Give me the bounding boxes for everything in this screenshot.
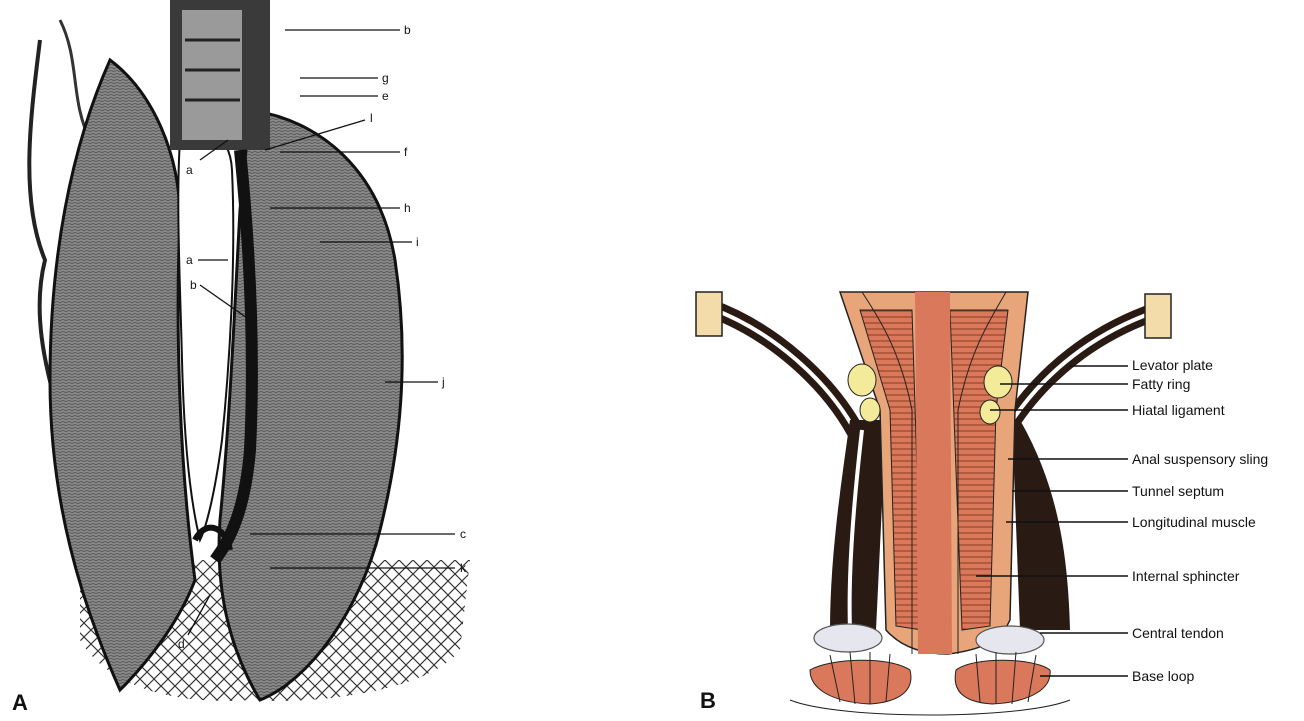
label-e: e — [382, 89, 389, 103]
label-anal-suspensory-sling: Anal suspensory sling — [1132, 451, 1268, 467]
label-g: g — [382, 71, 389, 85]
label-i: i — [416, 235, 419, 249]
label-internal-sphincter: Internal sphincter — [1132, 568, 1240, 584]
label-h: h — [404, 201, 411, 215]
rectal-lumen — [915, 292, 952, 654]
label-b-top: b — [404, 23, 411, 37]
central-tendon-left — [814, 624, 882, 652]
label-c: c — [460, 527, 466, 541]
central-tendon-right — [976, 626, 1044, 654]
levator-plate-left — [696, 292, 860, 440]
label-hiatal-ligament: Hiatal ligament — [1132, 402, 1225, 418]
label-a-lower: a — [186, 253, 193, 267]
histology-section-image: b g e l f a h i a b j c k d — [0, 0, 500, 721]
outer-wall-right — [1012, 420, 1070, 630]
label-j: j — [441, 375, 445, 389]
label-base-loop: Base loop — [1132, 668, 1194, 684]
label-a-upper: a — [186, 163, 193, 177]
label-f: f — [404, 145, 408, 159]
anal-canal-diagram: Levator plate Fatty ring Hiatal ligament… — [690, 270, 1304, 721]
label-central-tendon: Central tendon — [1132, 625, 1224, 641]
label-b-lower: b — [190, 278, 197, 292]
schematic-panel: Levator plate Fatty ring Hiatal ligament… — [690, 270, 1304, 721]
base-loop-left — [810, 660, 911, 704]
label-fatty-ring: Fatty ring — [1132, 376, 1190, 392]
label-k: k — [460, 561, 467, 575]
base-loop-right — [955, 660, 1050, 704]
histology-panel: b g e l f a h i a b j c k d A — [0, 0, 500, 721]
label-levator-plate: Levator plate — [1132, 357, 1213, 373]
panel-b-letter: B — [700, 688, 716, 714]
label-tunnel-septum: Tunnel septum — [1132, 483, 1224, 499]
fatty-ring-left — [848, 364, 876, 396]
fatty-ring-right — [984, 366, 1012, 398]
panel-a-letter: A — [12, 690, 28, 716]
label-d: d — [178, 637, 185, 651]
label-longitudinal-muscle: Longitudinal muscle — [1132, 514, 1256, 530]
label-l: l — [370, 111, 373, 125]
